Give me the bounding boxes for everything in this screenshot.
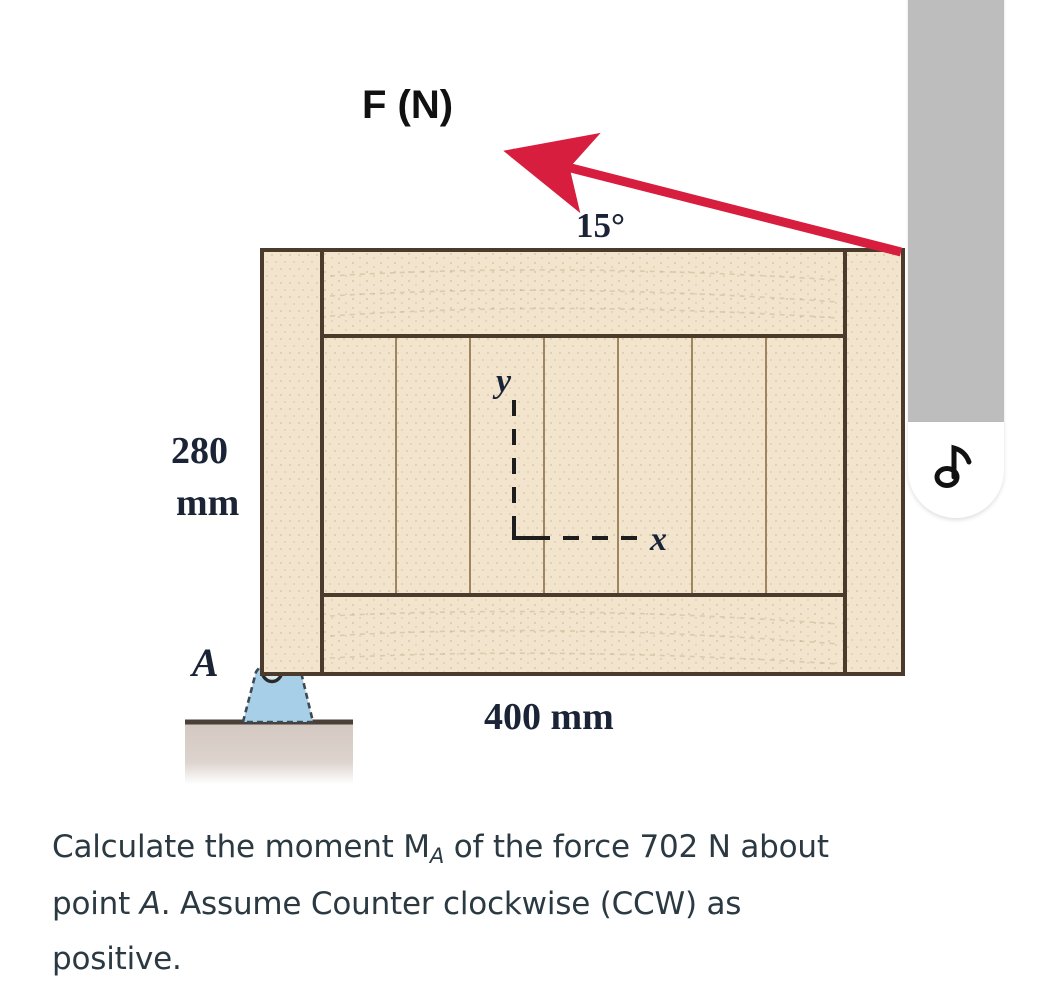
problem-line-1: Calculate the moment MA of the force 702… xyxy=(52,820,1022,877)
side-overlay-panel[interactable] xyxy=(908,0,1004,424)
problem-line-3: positive. xyxy=(52,941,182,977)
problem-line1-part-a: Calculate the moment M xyxy=(52,829,430,865)
axis-y-label: y xyxy=(492,363,512,400)
axis-x-label: x xyxy=(649,521,667,558)
support-point-label: A xyxy=(189,640,219,685)
problem-statement: Calculate the moment MA of the force 702… xyxy=(52,820,1022,987)
crate-force-diagram: y x F (N) 15° 280 mm 400 mm A xyxy=(171,83,905,784)
problem-line2-part-b: . Assume Counter clockwise (CCW) as xyxy=(160,886,742,922)
crate xyxy=(260,248,905,676)
ground-block xyxy=(185,719,353,784)
force-arrow xyxy=(503,132,903,257)
coordinate-axes: y x xyxy=(492,363,667,558)
problem-line-2: point A. Assume Counter clockwise (CCW) … xyxy=(52,877,1022,932)
width-dimension: 400 mm xyxy=(484,696,614,738)
force-label: F (N) xyxy=(362,83,453,127)
moment-subscript: A xyxy=(429,843,445,868)
problem-point-label: A xyxy=(139,886,161,922)
problem-line1-part-b: of the force 702 N about xyxy=(444,829,829,865)
music-note-icon[interactable] xyxy=(934,439,978,494)
height-dimension-line1: 280 xyxy=(171,430,228,472)
side-panel-footer[interactable] xyxy=(908,422,1004,518)
crate-planks xyxy=(322,336,845,595)
wood-grain-streaks xyxy=(329,269,839,665)
angle-label: 15° xyxy=(576,206,625,245)
height-dimension-line2: mm xyxy=(176,482,239,524)
problem-line2-part-a: point xyxy=(52,886,140,922)
